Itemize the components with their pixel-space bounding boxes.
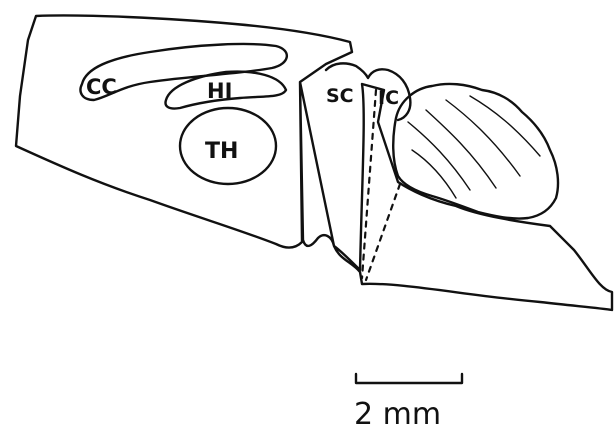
dashed-boundary-right: [366, 184, 400, 280]
label-hi: HI: [207, 79, 232, 103]
label-th: TH: [205, 139, 238, 164]
label-sc: SC: [326, 85, 354, 107]
scale-bar-line: [356, 374, 462, 383]
label-cc: CC: [86, 75, 117, 99]
scale-bar: 2 mm: [354, 374, 462, 432]
cerebellum-outline: [393, 84, 558, 219]
brain-section-outline: [16, 15, 612, 310]
label-ic: IC: [378, 87, 399, 109]
scale-bar-label: 2 mm: [354, 397, 441, 432]
